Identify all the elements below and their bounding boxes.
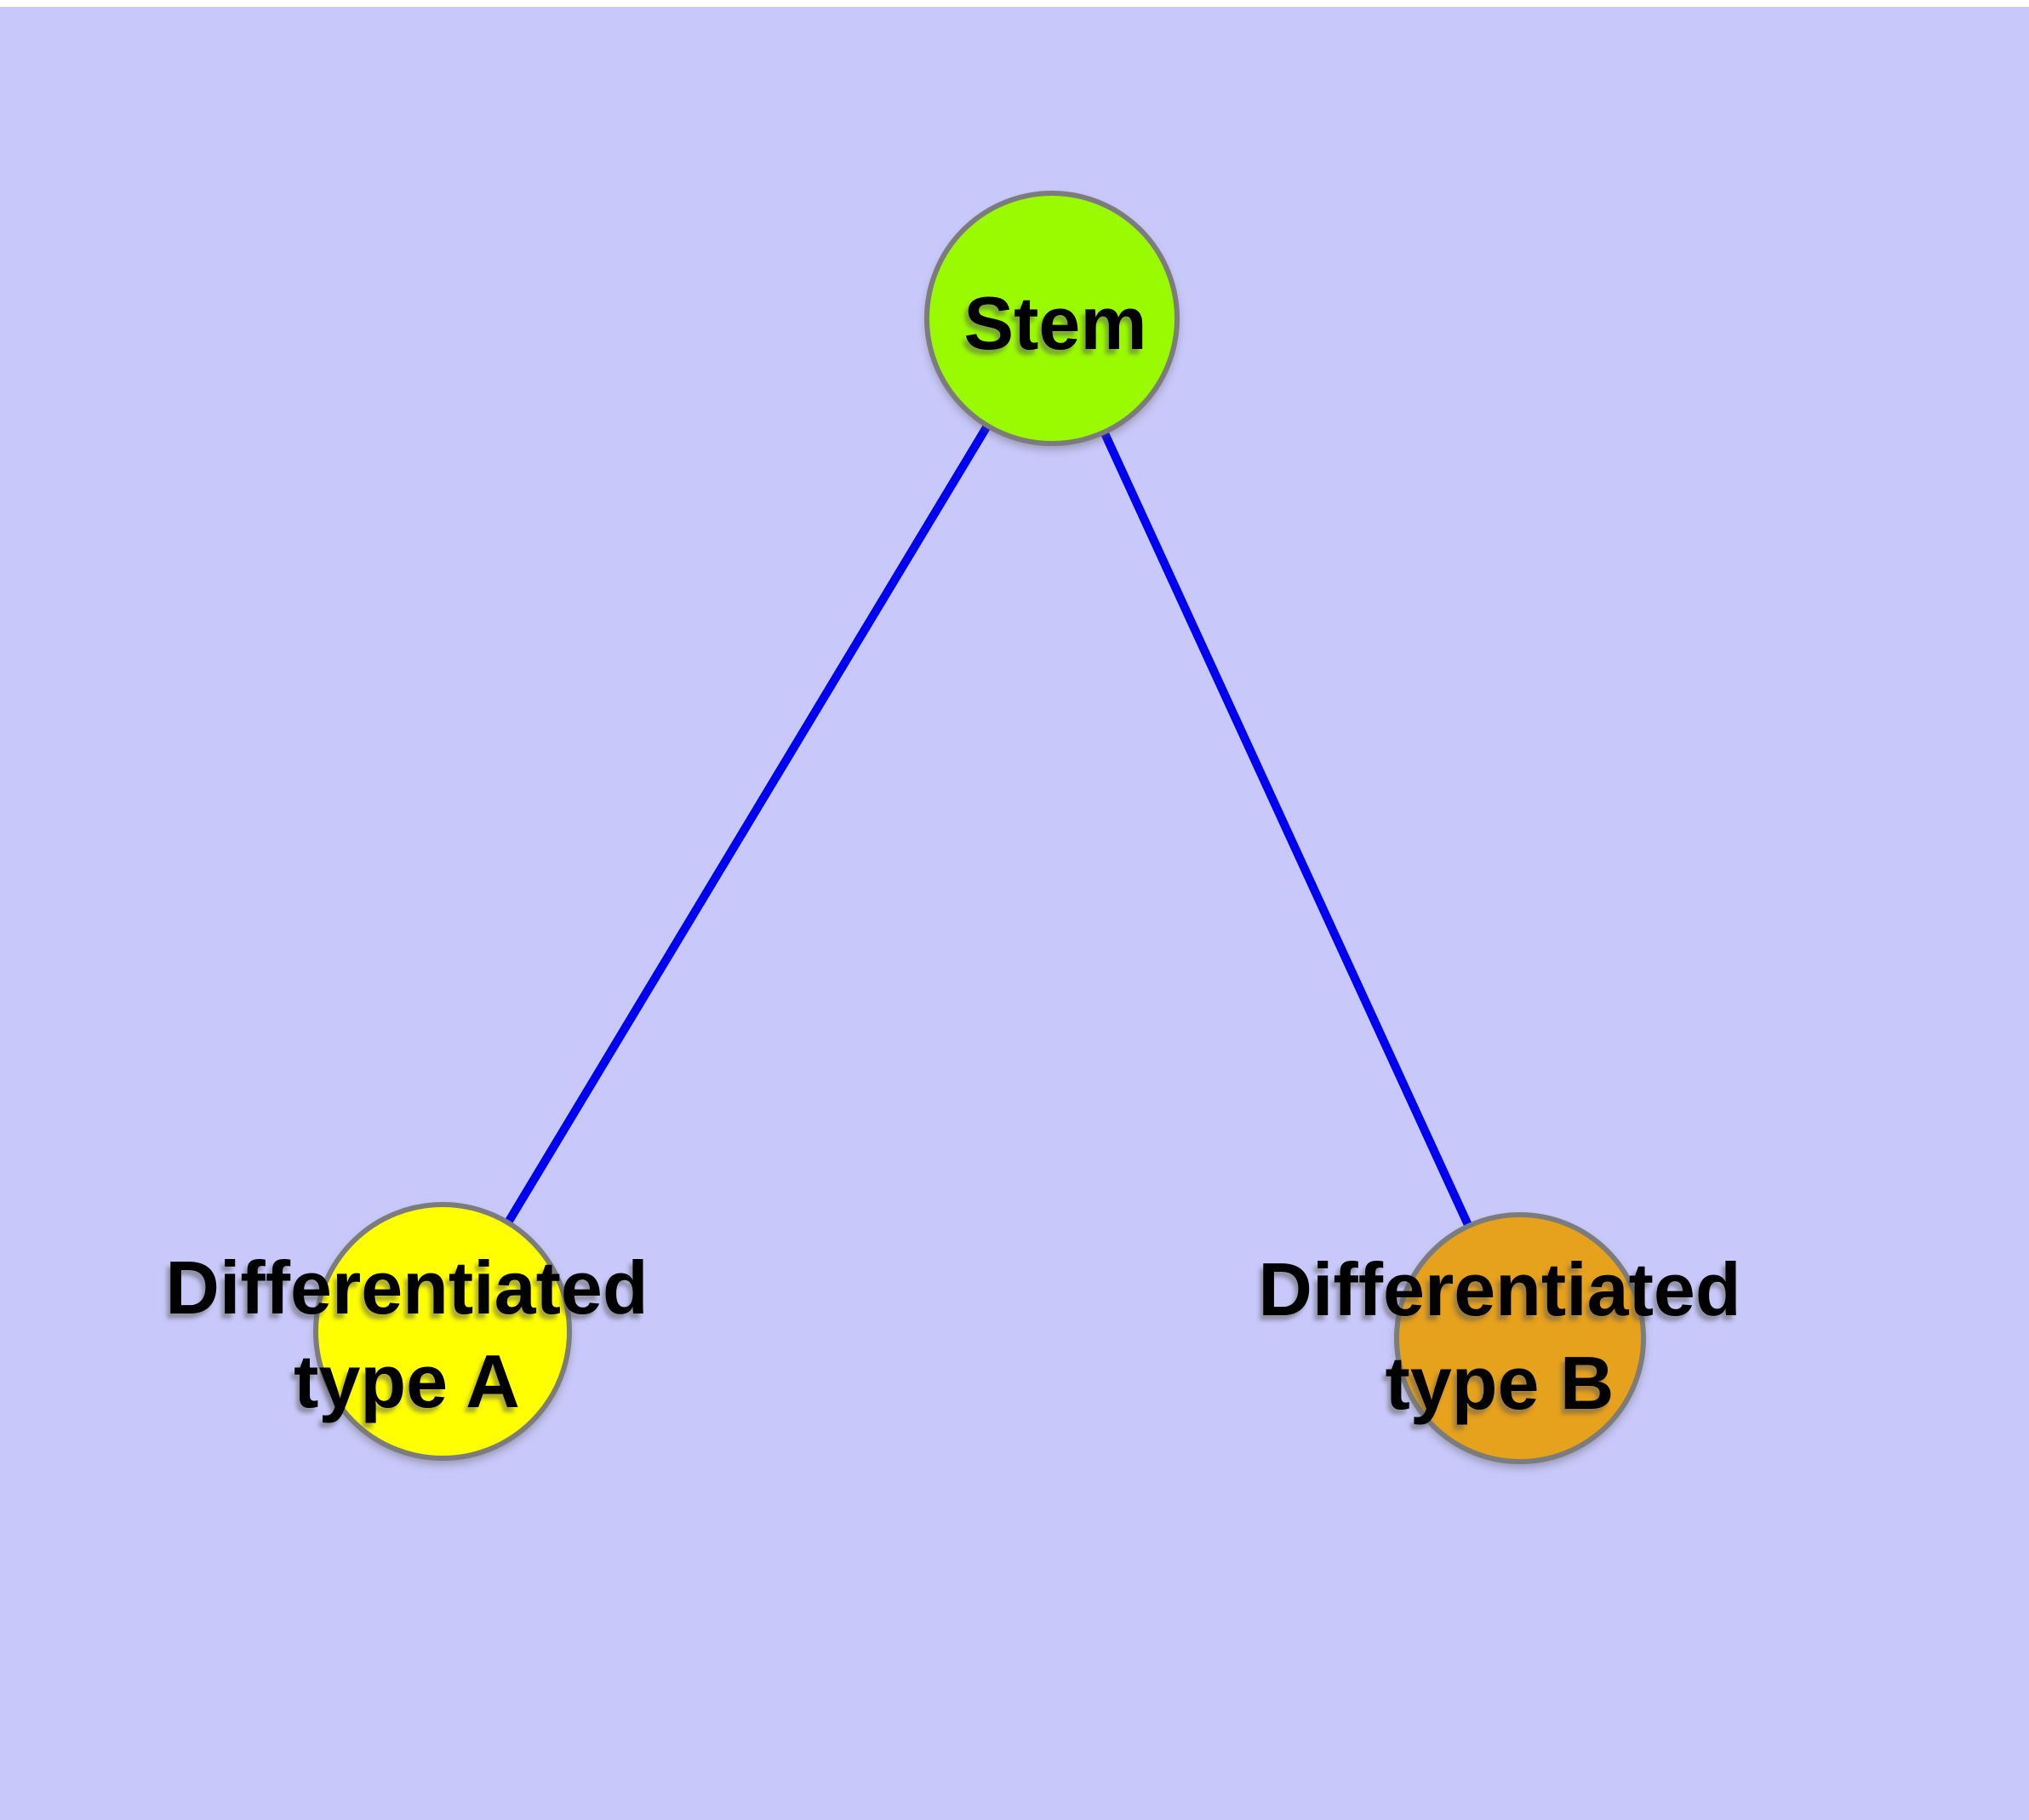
node-type-a-label-line2: type A	[294, 1339, 520, 1423]
node-type-a-label-line1: Differentiated	[165, 1245, 649, 1330]
node-stem-label: Stem	[963, 281, 1147, 365]
node-type-b-label-line2: type B	[1385, 1341, 1615, 1425]
node-stem[interactable]	[924, 191, 1180, 446]
edge-stem-to-type-b	[1048, 314, 1524, 1342]
node-type-b-label-line1: Differentiated	[1258, 1247, 1741, 1331]
node-differentiated-type-a[interactable]	[313, 1202, 572, 1461]
node-type-b-label: Differentiated type B	[1258, 1243, 1740, 1430]
node-type-a-label: Differentiated type A	[165, 1241, 648, 1428]
node-differentiated-type-b[interactable]	[1394, 1212, 1646, 1464]
edge-stem-to-type-a	[438, 314, 1056, 1336]
